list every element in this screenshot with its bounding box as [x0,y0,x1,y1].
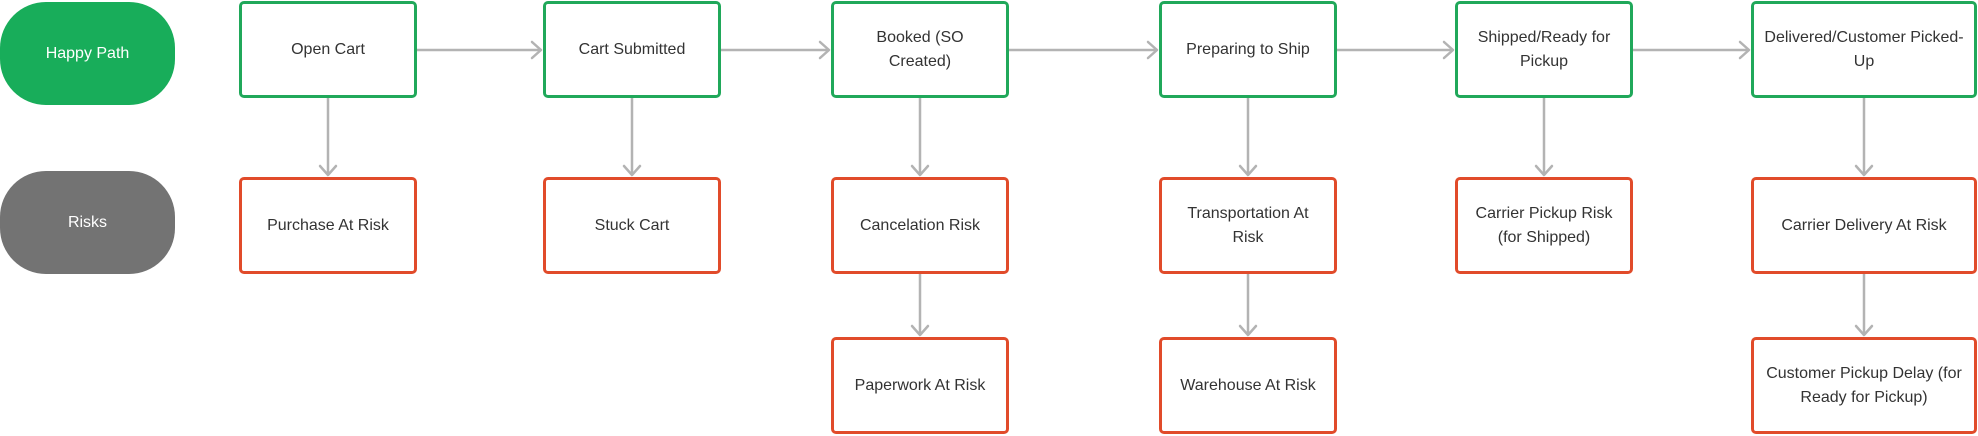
stage-shipped-ready: Shipped/Ready for Pickup [1455,1,1633,98]
risk-label: Stuck Cart [594,216,670,234]
risk-label: Cancelation Risk [859,216,981,234]
stage-booked: Booked (SO Created) [831,1,1009,98]
risk-arrow-6 [1854,98,1874,177]
risk-transportation: Transportation At Risk [1159,177,1337,274]
stage-label: Open Cart [291,40,365,58]
stage-preparing-to-ship: Preparing to Ship [1159,1,1337,98]
stage-label: Preparing to Ship [1186,40,1310,58]
sub-risk-arrow-3 [1854,274,1874,337]
flow-arrow-5 [1633,40,1751,60]
risk-label: Warehouse At Risk [1180,376,1316,394]
flow-arrow-4 [1337,40,1455,60]
risk-purchase-at-risk: Purchase At Risk [239,177,417,274]
risk-cancelation: Cancelation Risk [831,177,1009,274]
stage-cart-submitted: Cart Submitted [543,1,721,98]
risk-arrow-1 [318,98,338,177]
risk-label: Customer Pickup Delay (for Ready for Pic… [1766,364,1962,406]
risk-label: Transportation At Risk [1187,204,1309,246]
lane-risks: Risks [0,171,175,274]
flow-arrow-3 [1009,40,1159,60]
risk-label: Carrier Pickup Risk (for Shipped) [1475,204,1613,246]
risk-warehouse: Warehouse At Risk [1159,337,1337,434]
risk-label: Carrier Delivery At Risk [1781,216,1947,234]
stage-label: Shipped/Ready for Pickup [1477,28,1611,70]
risk-label: Purchase At Risk [267,216,389,234]
risk-customer-pickup-delay: Customer Pickup Delay (for Ready for Pic… [1751,337,1977,434]
risk-carrier-pickup: Carrier Pickup Risk (for Shipped) [1455,177,1633,274]
risk-carrier-delivery: Carrier Delivery At Risk [1751,177,1977,274]
stage-label: Booked (SO Created) [876,28,964,70]
stage-delivered: Delivered/Customer Picked-Up [1751,1,1977,98]
risk-arrow-2 [622,98,642,177]
lane-happy-path-label: Happy Path [45,44,130,62]
risk-arrow-3 [910,98,930,177]
sub-risk-arrow-2 [1238,274,1258,337]
stage-label: Delivered/Customer Picked-Up [1764,28,1964,70]
lane-happy-path: Happy Path [0,2,175,105]
stage-label: Cart Submitted [578,40,686,58]
risk-label: Paperwork At Risk [854,376,986,394]
lane-risks-label: Risks [67,213,108,231]
flow-arrow-1 [417,40,543,60]
risk-arrow-5 [1534,98,1554,177]
sub-risk-arrow-1 [910,274,930,337]
flow-arrow-2 [721,40,831,60]
risk-paperwork: Paperwork At Risk [831,337,1009,434]
risk-arrow-4 [1238,98,1258,177]
risk-stuck-cart: Stuck Cart [543,177,721,274]
stage-open-cart: Open Cart [239,1,417,98]
